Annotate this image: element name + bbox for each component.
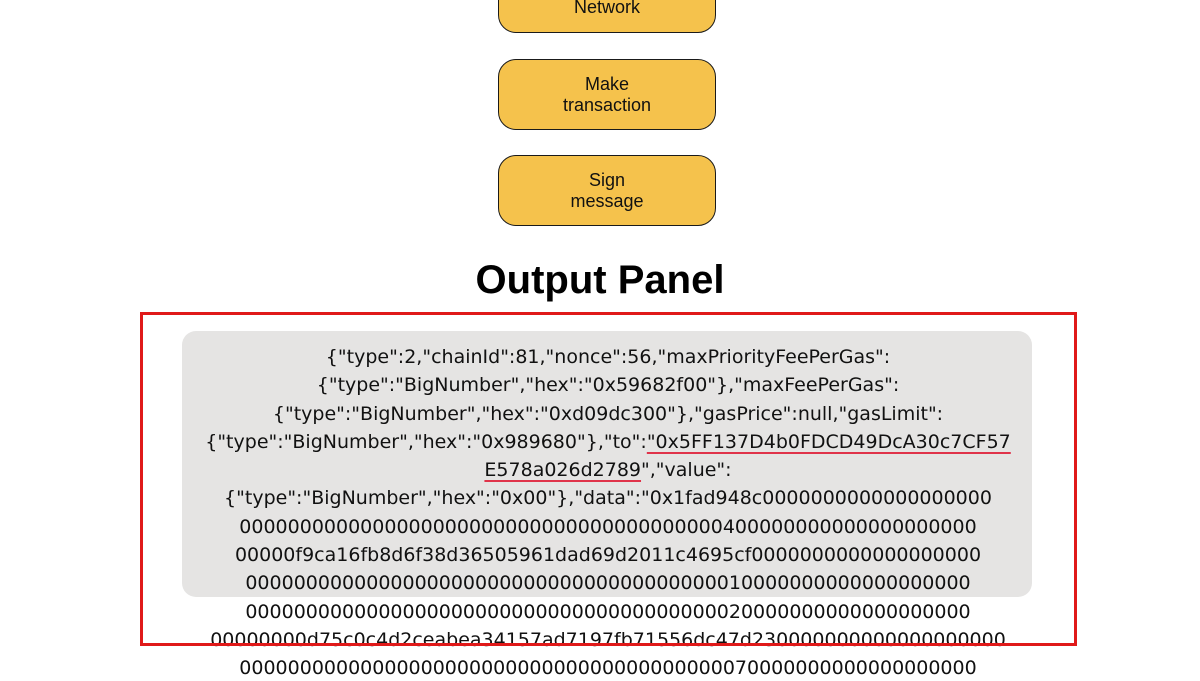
make-transaction-button[interactable]: Make transaction (498, 59, 716, 130)
to-address-part1: "0x5FF137D4b0FDCD49DcA30c7CF57 (646, 430, 1011, 453)
network-button[interactable]: Network (498, 0, 716, 33)
output-line: {"type":"BigNumber","hex":"0x59682f00"},… (316, 374, 900, 397)
output-panel-text: {"type":2,"chainId":81,"nonce":56,"maxPr… (190, 343, 1026, 681)
sign-message-button[interactable]: Sign message (498, 155, 716, 226)
output-line: {"type":"BigNumber","hex":"0x00"},"data"… (224, 487, 992, 510)
output-line: {"type":"BigNumber","hex":"0x989680"},"t… (190, 428, 1026, 456)
output-line-suffix: ","value": (641, 459, 732, 482)
output-line: E578a026d2789","value": (190, 456, 1026, 484)
output-line: 0000000000000000000000000000000000000000… (245, 572, 971, 595)
output-line: 0000000000000000000000000000000000000000… (245, 600, 971, 623)
output-line-prefix: {"type":"BigNumber","hex":"0x989680"},"t… (205, 430, 647, 453)
output-panel-title: Output Panel (475, 258, 725, 302)
output-line: {"type":2,"chainId":81,"nonce":56,"maxPr… (325, 346, 891, 368)
output-line: 0000000000000000000000000000000000000000… (239, 515, 977, 538)
output-line: {"type":"BigNumber","hex":"0xd09dc300"},… (272, 402, 944, 425)
output-panel-background (182, 331, 1032, 597)
output-line: 0000000000000000000000000000000000000000… (239, 657, 977, 680)
to-address-part2: E578a026d2789 (484, 459, 642, 482)
output-line: 00000000d75c0c4d2ceabea34157ad7197fb7155… (210, 628, 1006, 651)
output-line: 00000f9ca16fb8d6f38d36505961dad69d2011c4… (234, 544, 982, 567)
